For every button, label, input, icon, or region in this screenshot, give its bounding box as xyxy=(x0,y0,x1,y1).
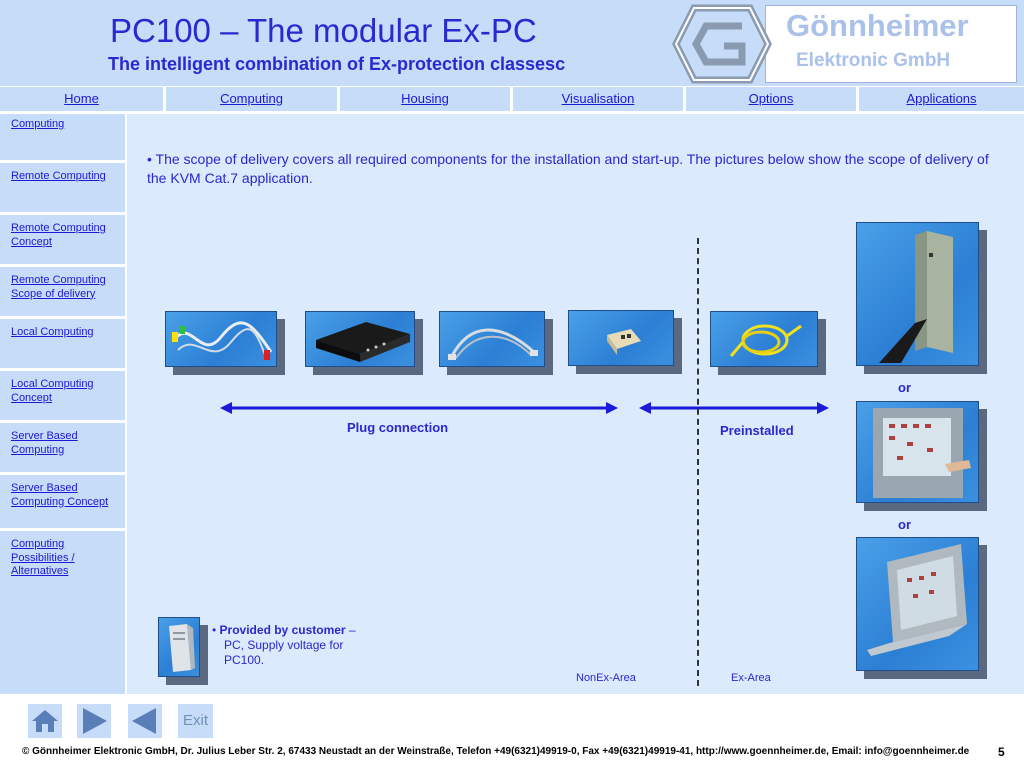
customer-dash: – xyxy=(348,623,356,637)
nav-applications[interactable]: Applications xyxy=(859,87,1024,111)
copyright-text: © Gönnheimer Elektronic GmbH, Dr. Julius… xyxy=(22,746,970,757)
sidebar-item-server-based-computing[interactable]: Server Based Computing xyxy=(0,426,125,475)
stainless-housing-image xyxy=(856,537,987,679)
previous-button[interactable] xyxy=(128,704,162,738)
top-nav: Home Computing Housing Visualisation Opt… xyxy=(0,86,1024,112)
terminal-pedestal-image xyxy=(856,222,987,374)
customer-pc-image xyxy=(158,617,208,685)
sidebar-item-local-computing[interactable]: Local Computing xyxy=(0,322,125,371)
sidebar-item-server-based-concept[interactable]: Server Based Computing Concept xyxy=(0,478,125,531)
kvm-device-image xyxy=(305,311,423,375)
nav-applications-link[interactable]: Applications xyxy=(906,91,977,106)
customer-note: • Provided by customer – PC, Supply volt… xyxy=(212,623,372,668)
plug-connection-label: Plug connection xyxy=(347,420,449,435)
nav-options-link[interactable]: Options xyxy=(748,91,794,106)
sidebar-item-local-computing-concept[interactable]: Local Computing Concept xyxy=(0,374,125,423)
touch-panel-image xyxy=(856,401,987,511)
sidebar-item-remote-computing[interactable]: Remote Computing xyxy=(0,166,125,215)
sidebar-item-computing[interactable]: Computing xyxy=(0,114,125,163)
nav-computing[interactable]: Computing xyxy=(166,87,337,111)
sidebar-item-label[interactable]: Remote Computing Scope of delivery xyxy=(11,274,106,300)
sidebar-item-label[interactable]: Local Computing xyxy=(11,326,94,338)
sidebar-item-label[interactable]: Remote Computing xyxy=(11,170,106,182)
exit-button[interactable]: Exit xyxy=(178,704,213,738)
nonex-area-label: NonEx-Area xyxy=(576,672,636,684)
sidebar-item-label[interactable]: Computing Possibilities / Alternatives xyxy=(11,538,75,577)
page-title: PC100 – The modular Ex-PC xyxy=(110,12,537,49)
page-subtitle: The intelligent combination of Ex-protec… xyxy=(108,54,566,74)
network-cable-image xyxy=(439,311,553,375)
nav-visualisation[interactable]: Visualisation xyxy=(513,87,683,111)
area-divider xyxy=(697,238,699,686)
or-label: or xyxy=(898,517,911,532)
customer-title: Provided by customer xyxy=(219,623,346,637)
ex-area-label: Ex-Area xyxy=(731,672,771,684)
nav-visualisation-link[interactable]: Visualisation xyxy=(561,91,635,106)
scope-description: • The scope of delivery covers all requi… xyxy=(147,151,989,186)
nav-housing[interactable]: Housing xyxy=(340,87,510,111)
nav-home[interactable]: Home xyxy=(0,87,163,111)
preinstalled-label: Preinstalled xyxy=(720,423,794,438)
wall-socket-image xyxy=(568,310,682,374)
sidebar-item-label[interactable]: Server Based Computing xyxy=(11,430,78,456)
nav-computing-link[interactable]: Computing xyxy=(220,91,283,106)
sidebar-item-label[interactable]: Computing xyxy=(11,118,65,130)
yellow-cable-image xyxy=(710,311,826,375)
customer-text: PC, Supply voltage for PC100. xyxy=(224,638,344,667)
nav-home-link[interactable]: Home xyxy=(64,91,99,106)
header: PC100 – The modular Ex-PC The intelligen… xyxy=(0,0,1024,86)
or-label: or xyxy=(898,380,911,395)
preinstalled-arrow-icon xyxy=(639,402,829,414)
company-logo-g-icon xyxy=(672,4,772,84)
previous-arrow-icon xyxy=(132,708,156,734)
logo-panel xyxy=(765,5,1017,83)
sidebar-item-remote-computing-concept[interactable]: Remote Computing Concept xyxy=(0,218,125,267)
nav-housing-link[interactable]: Housing xyxy=(401,91,449,106)
customer-bullet: • xyxy=(212,623,217,637)
page-number: 5 xyxy=(998,745,1005,759)
company-name: Gönnheimer xyxy=(786,8,969,43)
next-arrow-icon xyxy=(83,708,107,734)
sidebar-item-label[interactable]: Remote Computing Concept xyxy=(11,222,106,248)
sidebar: Computing Remote Computing Remote Comput… xyxy=(0,114,125,694)
home-button[interactable] xyxy=(28,704,62,738)
sidebar-item-computing-alternatives[interactable]: Computing Possibilities / Alternatives xyxy=(0,534,125,694)
nav-options[interactable]: Options xyxy=(686,87,856,111)
sidebar-item-label[interactable]: Local Computing Concept xyxy=(11,378,94,404)
cable-set-image xyxy=(165,311,285,375)
footer xyxy=(0,694,1024,768)
sidebar-item-label[interactable]: Server Based Computing Concept xyxy=(11,482,109,508)
next-button[interactable] xyxy=(77,704,111,738)
home-icon xyxy=(32,710,58,732)
sidebar-item-remote-computing-scope[interactable]: Remote Computing Scope of delivery xyxy=(0,270,125,319)
company-subname: Elektronic GmbH xyxy=(796,50,951,71)
plug-connection-arrow-icon xyxy=(220,402,618,414)
